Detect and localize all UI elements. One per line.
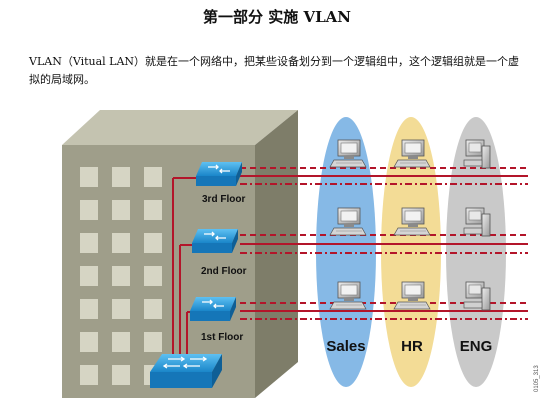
- floor-label-1st: 1st Floor: [201, 332, 243, 343]
- floor-label-2nd: 2nd Floor: [201, 266, 247, 277]
- switch-3rd-floor: [196, 162, 242, 186]
- group-label-eng: ENG: [460, 338, 493, 355]
- building-window: [144, 266, 162, 286]
- workstation-icon: [393, 281, 431, 310]
- network-links: [172, 167, 528, 364]
- core-switch: [150, 354, 222, 388]
- workstation-icon: [329, 281, 367, 310]
- workstation-icon: [329, 139, 367, 168]
- building-window: [80, 299, 98, 319]
- group-label-sales: Sales: [326, 338, 365, 355]
- building-window: [144, 167, 162, 187]
- building-window: [80, 365, 98, 385]
- building-window: [144, 332, 162, 352]
- workstation-icon: [463, 139, 491, 169]
- pc-icons: [329, 139, 491, 311]
- building-window: [80, 332, 98, 352]
- building-window: [112, 299, 130, 319]
- building-top: [62, 110, 298, 145]
- building: [62, 110, 298, 398]
- group-label-hr: HR: [401, 338, 423, 355]
- building-window: [80, 200, 98, 220]
- building-window: [112, 200, 130, 220]
- workstation-icon: [329, 207, 367, 236]
- intro-paragraph: VLAN（Vitual LAN）就是在一个网络中，把某些设备划分到一个逻辑组中，…: [29, 55, 520, 86]
- building-window: [112, 266, 130, 286]
- building-window: [80, 266, 98, 286]
- workstation-icon: [463, 281, 491, 311]
- building-window: [112, 233, 130, 253]
- figure-code: 0105_313: [534, 365, 540, 392]
- building-window: [144, 299, 162, 319]
- building-window: [112, 365, 130, 385]
- workstation-icon: [393, 139, 431, 168]
- document-title: 第一部分 实施 VLAN: [203, 8, 351, 26]
- building-window: [112, 167, 130, 187]
- building-window: [144, 233, 162, 253]
- building-window: [80, 167, 98, 187]
- building-window: [80, 233, 98, 253]
- floor-label-3rd: 3rd Floor: [202, 194, 245, 205]
- switch-1st-floor: [190, 297, 236, 321]
- building-window: [144, 200, 162, 220]
- workstation-icon: [463, 207, 491, 237]
- workstation-icon: [393, 207, 431, 236]
- switch-2nd-floor: [192, 229, 238, 253]
- building-window: [112, 332, 130, 352]
